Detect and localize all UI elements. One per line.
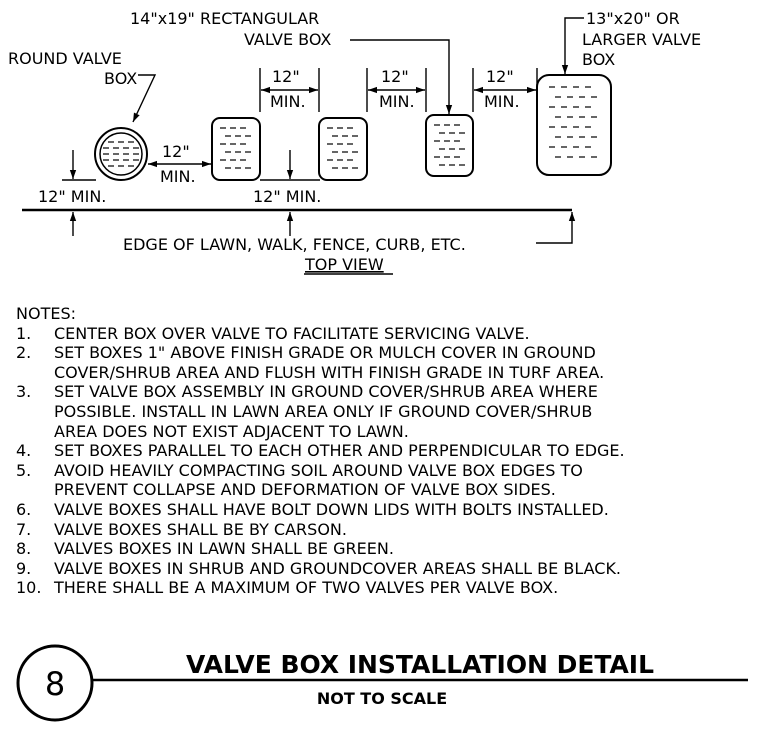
note-item: 8. VALVES BOXES IN LAWN SHALL BE GREEN. bbox=[16, 539, 756, 559]
dim-gap-3-value: 12" bbox=[486, 67, 514, 86]
note-line: THERE SHALL BE A MAXIMUM OF TWO VALVES P… bbox=[54, 578, 559, 598]
note-text: SET BOXES PARALLEL TO EACH OTHER AND PER… bbox=[54, 441, 625, 461]
dim-mid-offset: 12" MIN. bbox=[253, 187, 321, 206]
dim-left-offset: 12" MIN. bbox=[38, 187, 106, 206]
note-line: SET BOXES PARALLEL TO EACH OTHER AND PER… bbox=[54, 441, 625, 461]
label-round-box-l1: ROUND VALVE bbox=[8, 49, 122, 68]
note-item: 7. VALVE BOXES SHALL BE BY CARSON. bbox=[16, 520, 756, 540]
note-text: AVOID HEAVILY COMPACTING SOIL AROUND VAL… bbox=[54, 461, 583, 500]
note-line: VALVE BOXES SHALL HAVE BOLT DOWN LIDS WI… bbox=[54, 499, 609, 519]
notes-section: NOTES: 1. CENTER BOX OVER VALVE TO FACILI… bbox=[16, 304, 756, 598]
view-title: TOP VIEW bbox=[304, 255, 384, 274]
note-item: 4. SET BOXES PARALLEL TO EACH OTHER AND P… bbox=[16, 441, 756, 461]
dim-gap-1-value: 12" bbox=[272, 67, 300, 86]
dim-gap-1-min: MIN. bbox=[270, 92, 306, 111]
note-number: 9. bbox=[16, 558, 32, 578]
note-item: 2. SET BOXES 1" ABOVE FINISH GRADE OR MUL… bbox=[16, 343, 756, 382]
note-number: 10. bbox=[16, 578, 42, 598]
label-round-box-l2: BOX bbox=[104, 69, 137, 88]
large-valve-box bbox=[536, 74, 612, 176]
top-view-diagram: ROUND VALVE BOX 14"x19" RECTANGULAR VALV… bbox=[8, 9, 701, 275]
label-large-box-l3: BOX bbox=[582, 50, 615, 69]
extension-lines bbox=[259, 68, 538, 112]
note-line: SET VALVE BOX ASSEMBLY IN GROUND COVER/S… bbox=[54, 382, 598, 402]
leader-large-box bbox=[561, 17, 584, 74]
rect-valve-box-2 bbox=[318, 117, 368, 181]
note-text: THERE SHALL BE A MAXIMUM OF TWO VALVES P… bbox=[54, 578, 558, 598]
note-text: VALVE BOXES SHALL HAVE BOLT DOWN LIDS WI… bbox=[54, 500, 609, 520]
detail-subtitle: NOT TO SCALE bbox=[317, 689, 447, 708]
dim-round-gap-value: 12" bbox=[162, 142, 190, 161]
leader-edge bbox=[536, 212, 576, 244]
note-line: AREA DOES NOT EXIST ADJACENT TO LAWN. bbox=[54, 421, 409, 441]
note-item: 9. VALVE BOXES IN SHRUB AND GROUNDCOVER A… bbox=[16, 559, 756, 579]
note-line: COVER/SHRUB AREA AND FLUSH WITH FINISH G… bbox=[54, 362, 605, 382]
note-text: VALVES BOXES IN LAWN SHALL BE GREEN. bbox=[54, 539, 394, 559]
note-item: 10. THERE SHALL BE A MAXIMUM OF TWO VALVE… bbox=[16, 578, 756, 598]
note-number: 8. bbox=[16, 539, 32, 559]
notes-heading: NOTES: bbox=[16, 304, 76, 323]
note-text: SET BOXES 1" ABOVE FINISH GRADE OR MULCH… bbox=[54, 343, 604, 382]
note-line: POSSIBLE. INSTALL IN LAWN AREA ONLY IF G… bbox=[54, 401, 593, 421]
label-large-box-l1: 13"x20" OR bbox=[586, 9, 680, 28]
label-large-box-l2: LARGER VALVE bbox=[582, 30, 701, 49]
detail-title: VALVE BOX INSTALLATION DETAIL bbox=[186, 650, 654, 679]
note-line: VALVES BOXES IN LAWN SHALL BE GREEN. bbox=[54, 539, 394, 559]
leader-rect-box bbox=[350, 39, 453, 114]
label-rect-box-l2: VALVE BOX bbox=[244, 30, 331, 49]
note-item: 6. VALVE BOXES SHALL HAVE BOLT DOWN LIDS … bbox=[16, 500, 756, 520]
note-text: VALVE BOXES IN SHRUB AND GROUNDCOVER ARE… bbox=[54, 559, 621, 579]
round-valve-box bbox=[94, 127, 148, 181]
note-number: 3. bbox=[16, 382, 32, 402]
note-line: PREVENT COLLAPSE AND DEFORMATION OF VALV… bbox=[54, 480, 556, 500]
label-rect-box-l1: 14"x19" RECTANGULAR bbox=[130, 9, 319, 28]
note-number: 6. bbox=[16, 499, 32, 519]
title-block: 8 VALVE BOX INSTALLATION DETAIL NOT TO S… bbox=[16, 644, 748, 722]
note-number: 4. bbox=[16, 441, 32, 461]
dim-round-gap-min: MIN. bbox=[160, 167, 196, 186]
rect-valve-box-1 bbox=[211, 117, 261, 181]
detail-number-circle bbox=[16, 644, 94, 722]
note-item: 5. AVOID HEAVILY COMPACTING SOIL AROUND V… bbox=[16, 461, 756, 500]
notes-list: 1. CENTER BOX OVER VALVE TO FACILITATE SE… bbox=[16, 324, 756, 598]
note-number: 2. bbox=[16, 343, 32, 363]
note-line: CENTER BOX OVER VALVE TO FACILITATE SERV… bbox=[54, 323, 530, 343]
note-line: VALVE BOXES IN SHRUB AND GROUNDCOVER ARE… bbox=[54, 558, 622, 578]
rect-valve-box-3 bbox=[425, 114, 474, 177]
dim-gap-2-value: 12" bbox=[381, 67, 409, 86]
note-number: 1. bbox=[16, 323, 32, 343]
note-line: VALVE BOXES SHALL BE BY CARSON. bbox=[54, 519, 347, 539]
detail-number: 8 bbox=[45, 665, 65, 703]
dim-gap-3-min: MIN. bbox=[484, 92, 520, 111]
note-text: SET VALVE BOX ASSEMBLY IN GROUND COVER/S… bbox=[54, 382, 598, 441]
note-line: SET BOXES 1" ABOVE FINISH GRADE OR MULCH… bbox=[54, 343, 596, 363]
note-item: 3. SET VALVE BOX ASSEMBLY IN GROUND COVER… bbox=[16, 382, 756, 441]
note-item: 1. CENTER BOX OVER VALVE TO FACILITATE SE… bbox=[16, 324, 756, 344]
note-text: VALVE BOXES SHALL BE BY CARSON. bbox=[54, 520, 347, 540]
note-number: 5. bbox=[16, 460, 32, 480]
dim-gap-2-min: MIN. bbox=[379, 92, 415, 111]
label-edge: EDGE OF LAWN, WALK, FENCE, CURB, ETC. bbox=[123, 235, 466, 254]
note-text: CENTER BOX OVER VALVE TO FACILITATE SERV… bbox=[54, 324, 530, 344]
note-line: AVOID HEAVILY COMPACTING SOIL AROUND VAL… bbox=[54, 460, 583, 480]
leader-round-box bbox=[132, 74, 157, 123]
note-number: 7. bbox=[16, 519, 32, 539]
